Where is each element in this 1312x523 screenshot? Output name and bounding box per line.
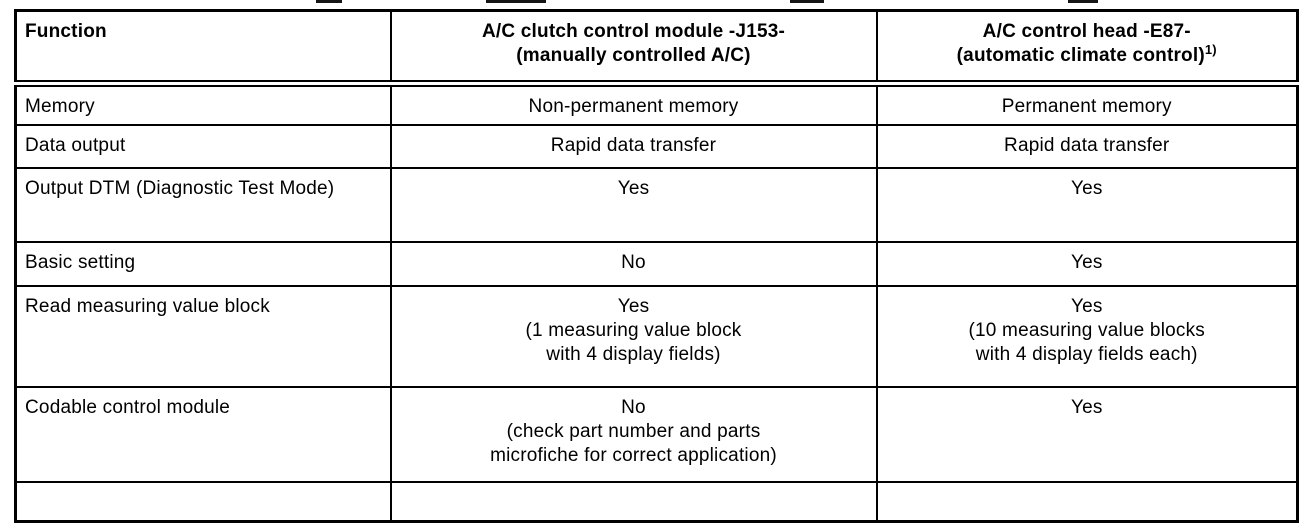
table-row-output-dtm: Output DTM (Diagnostic Test Mode) Yes Ye…: [14, 166, 1299, 243]
cell-function: [14, 480, 392, 523]
header-row: Function A/C clutch control module -J153…: [14, 9, 1299, 87]
cell-e87-value: Yes (10 measuring value blocks with 4 di…: [875, 284, 1299, 388]
table-row-data-output: Data output Rapid data transfer Rapid da…: [14, 123, 1299, 169]
cell-function: Codable control module: [14, 385, 392, 483]
cell-function: Data output: [14, 123, 392, 169]
column-header-j153: A/C clutch control module -J153- (manual…: [389, 9, 878, 87]
column-header-function: Function: [14, 9, 392, 87]
column-header-e87: A/C control head -E87- (automatic climat…: [875, 9, 1299, 87]
cell-j153-value: No: [389, 240, 878, 287]
cell-function: Memory: [14, 82, 392, 126]
cell-j153-value: Yes (1 measuring value block with 4 disp…: [389, 284, 878, 388]
table-row-codable-control-module: Codable control module No (check part nu…: [14, 385, 1299, 483]
cell-e87-value: Yes: [875, 240, 1299, 287]
scan-artifact: [790, 0, 824, 3]
cell-function: Output DTM (Diagnostic Test Mode): [14, 166, 392, 243]
cell-e87-value: [875, 480, 1299, 523]
table-row-memory: Memory Non-permanent memory Permanent me…: [14, 82, 1299, 126]
cell-function: Basic setting: [14, 240, 392, 287]
cell-j153-value: [389, 480, 878, 523]
cell-e87-value: Permanent memory: [875, 82, 1299, 126]
column-header-label: Function: [25, 21, 107, 42]
scan-artifact: [486, 0, 546, 3]
cell-e87-value: Yes: [875, 385, 1299, 483]
cell-e87-value: Rapid data transfer: [875, 123, 1299, 169]
cell-j153-value: Non-permanent memory: [389, 82, 878, 126]
column-header-line2: (automatic climate control)1): [886, 42, 1289, 68]
column-header-line2: (manually controlled A/C): [516, 45, 751, 66]
cell-j153-value: No (check part number and parts microfic…: [389, 385, 878, 483]
footnote-marker: 1): [1204, 42, 1217, 57]
cell-function: Read measuring value block: [14, 284, 392, 388]
column-header-line1: A/C control head -E87-: [982, 21, 1191, 42]
cell-e87-value: Yes: [875, 166, 1299, 243]
cell-j153-value: Yes: [389, 166, 878, 243]
scan-artifact: [316, 0, 342, 3]
scanned-manual-page: { "table": { "header": { "function_label…: [14, 0, 1299, 523]
column-header-line1: A/C clutch control module -J153-: [481, 21, 786, 42]
table-row-basic-setting: Basic setting No Yes: [14, 240, 1299, 287]
scan-artifact: [1068, 0, 1098, 3]
table-row-cutoff: [14, 480, 1299, 523]
diagnostic-function-comparison-table: Function A/C clutch control module -J153…: [14, 9, 1299, 523]
cell-j153-value: Rapid data transfer: [389, 123, 878, 169]
column-header-line2-text: (automatic climate control): [956, 45, 1205, 66]
table-row-read-measuring-value-block: Read measuring value block Yes (1 measur…: [14, 284, 1299, 388]
